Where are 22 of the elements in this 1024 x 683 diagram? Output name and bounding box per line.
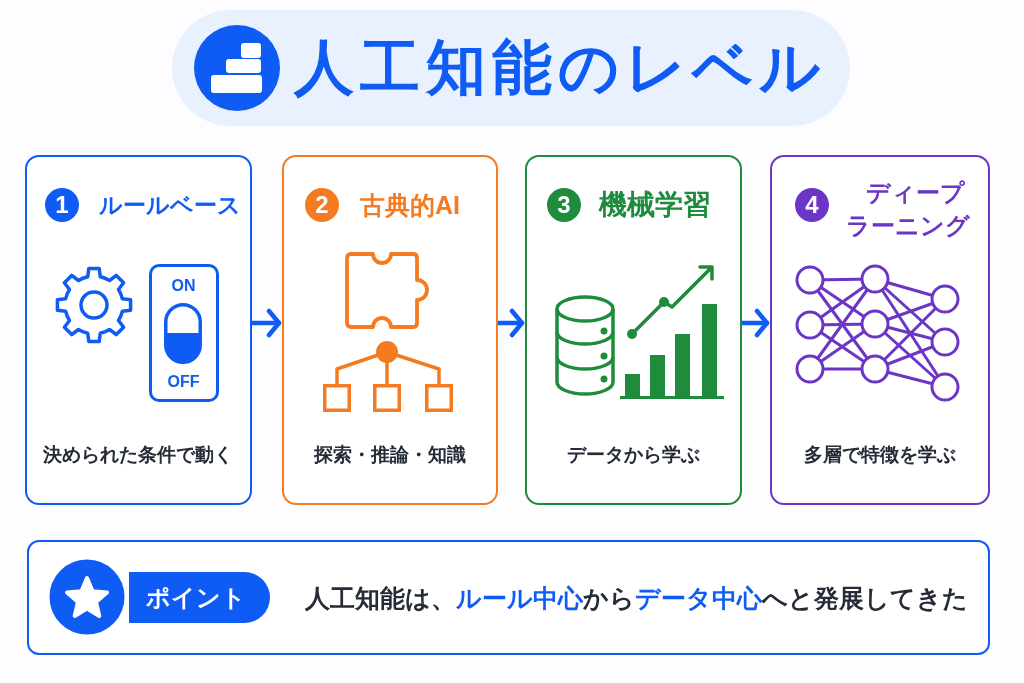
step-number: 1 [45, 188, 79, 222]
card-description: 探索・推論・知識 [312, 443, 467, 467]
level-card [25, 155, 252, 505]
step-number: 4 [795, 188, 829, 222]
level-card [525, 155, 742, 505]
switch-label: OFF [166, 372, 201, 392]
card-description: 決められた条件で動く [42, 443, 234, 467]
title: 人工知能のレベル [294, 33, 826, 103]
level-card [282, 155, 498, 505]
level-card [770, 155, 990, 505]
point-box [27, 540, 990, 655]
card-heading: ディープラーニング [844, 178, 971, 241]
summary-text: 人工知能は、ルール中心からデータ中心へと発展してきた [305, 583, 968, 614]
card-description: 多層で特徴を学ぶ [802, 443, 957, 467]
card-description: データから学ぶ [565, 443, 701, 467]
card-heading: ルールベース [99, 191, 242, 220]
card-heading: 古典的AI [360, 190, 461, 220]
switch-label: ON [170, 276, 197, 296]
point-tag: ポイント [128, 571, 270, 623]
step-number: 2 [305, 188, 339, 222]
step-number: 3 [547, 188, 581, 222]
card-heading: 機械学習 [599, 188, 712, 222]
